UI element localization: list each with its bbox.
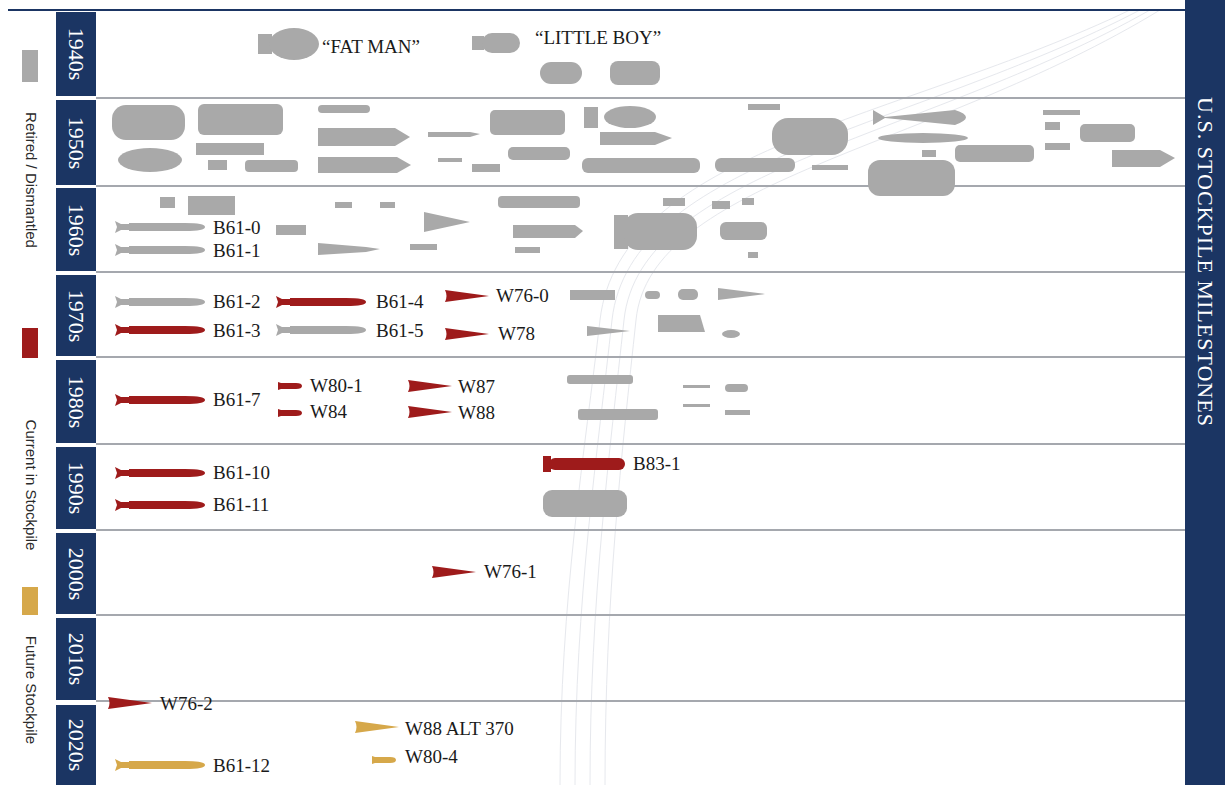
decade-band: 2020s [56, 705, 96, 785]
weapon-label: W88 [458, 403, 495, 424]
watermark-swirl [560, 10, 1160, 785]
weapon-label: W76-0 [496, 286, 549, 307]
weapon-label: B61-2 [213, 292, 261, 313]
weapon-label: B61-3 [213, 321, 261, 342]
weapon-label: W80-4 [405, 747, 458, 768]
decade-label: 1970s [63, 289, 89, 342]
legend-swatch [22, 328, 38, 358]
weapon-label: B61-11 [213, 495, 269, 516]
legend-swatch [22, 587, 38, 615]
weapon-label: W88 ALT 370 [405, 719, 514, 740]
weapon-label: W76-2 [160, 694, 213, 715]
decade-band: 2010s [56, 618, 96, 700]
decade-label: 2010s [63, 633, 89, 686]
legend-text: Retired / Dismantled [23, 112, 40, 248]
current-weapons [108, 290, 625, 709]
weapon-label: W84 [310, 402, 347, 423]
weapon-label: B61-12 [213, 756, 270, 777]
decade-label: 2000s [63, 547, 89, 600]
decade-label: 1990s [63, 462, 89, 515]
decade-band: 1950s [56, 100, 96, 185]
legend-text: Future Stockpile [23, 636, 40, 744]
weapon-label: B61-0 [213, 218, 261, 239]
legend-text: Current in Stockpile [23, 420, 40, 551]
weapon-label: B61-1 [213, 241, 261, 262]
decade-label: 1980s [63, 375, 89, 428]
decade-label: 2020s [63, 719, 89, 772]
row-separators [8, 10, 1185, 701]
band-title: U.S. STOCKPILE MILESTONES [1192, 97, 1218, 427]
weapon-label: B61-5 [376, 321, 424, 342]
retired-weapons [112, 28, 1175, 517]
weapon-label: B61-10 [213, 463, 270, 484]
weapon-label: “FAT MAN” [322, 37, 420, 58]
weapon-label: W78 [498, 324, 535, 345]
decade-band: 1990s [56, 447, 96, 529]
decade-band: 1970s [56, 275, 96, 356]
weapon-label: W80-1 [310, 376, 363, 397]
decade-band: 2000s [56, 533, 96, 614]
decade-label: 1940s [63, 28, 89, 81]
decade-band: 1940s [56, 12, 96, 96]
decade-label: 1950s [63, 116, 89, 169]
weapon-label: B61-7 [213, 390, 261, 411]
decade-label: 1960s [63, 203, 89, 256]
decade-band: 1960s [56, 188, 96, 271]
decade-band: 1980s [56, 360, 96, 443]
weapon-label: B83-1 [633, 454, 681, 475]
weapon-label: W76-1 [484, 562, 537, 583]
weapon-label: “LITTLE BOY” [535, 28, 661, 49]
weapon-label: W87 [458, 377, 495, 398]
title-band [1185, 0, 1225, 785]
weapon-label: B61-4 [376, 292, 424, 313]
legend-swatch [22, 50, 38, 82]
